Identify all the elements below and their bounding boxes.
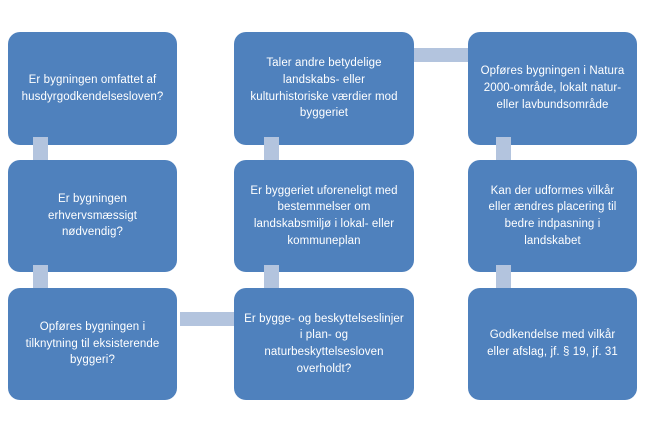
node-landskabs-kulturhistoriske-vaerdier[interactable]: Taler andre betydelige landskabs- eller …	[234, 32, 414, 145]
node-vilkaar-placering-landskab[interactable]: Kan der udformes vilkår eller ændres pla…	[468, 160, 637, 272]
node-natura-2000[interactable]: Opføres bygningen i Natura 2000-område, …	[468, 32, 637, 145]
node-label: Kan der udformes vilkår eller ændres pla…	[488, 184, 617, 247]
node-label: Taler andre betydelige landskabs- eller …	[250, 57, 398, 120]
node-label: Opføres bygningen i tilknytning til eksi…	[25, 320, 160, 367]
node-label: Er bygningen erhvervsmæssigt nødvendig?	[47, 192, 138, 239]
connector-col1-row1-to-row2	[33, 137, 48, 160]
node-landskabsmiljoe-kommuneplan[interactable]: Er byggeriet uforeneligt med bestemmelse…	[234, 160, 414, 272]
connector-col1-row2-to-row3	[33, 265, 48, 288]
node-label: Godkendelse med vilkår eller afslag, jf.…	[487, 329, 618, 358]
node-tilknytning-eksisterende-byggeri[interactable]: Opføres bygningen i tilknytning til eksi…	[8, 288, 177, 400]
connector-top-middle-to-top-right	[414, 48, 468, 62]
node-godkendelse-afslag[interactable]: Godkendelse med vilkår eller afslag, jf.…	[468, 288, 637, 400]
node-erhvervsmaessigt-noedvendig[interactable]: Er bygningen erhvervsmæssigt nødvendig?	[8, 160, 177, 272]
node-label: Er bygningen omfattet af husdyrgodkendel…	[21, 73, 164, 103]
connector-bottom-left-to-bottom-middle	[180, 312, 234, 326]
node-husdyrgodkendelsesloven[interactable]: Er bygningen omfattet af husdyrgodkendel…	[8, 32, 177, 145]
connector-col3-row2-to-row3	[496, 265, 511, 288]
node-label: Er bygge- og beskyttelseslinjer i plan- …	[244, 312, 404, 375]
connector-col2-row2-to-row3	[264, 265, 279, 288]
node-label: Er byggeriet uforeneligt med bestemmelse…	[250, 184, 398, 247]
connector-col3-row1-to-row2	[496, 137, 511, 160]
node-bygge-beskyttelseslinjer[interactable]: Er bygge- og beskyttelseslinjer i plan- …	[234, 288, 414, 400]
node-label: Opføres bygningen i Natura 2000-område, …	[480, 65, 625, 111]
connector-col2-row1-to-row2	[264, 137, 279, 160]
